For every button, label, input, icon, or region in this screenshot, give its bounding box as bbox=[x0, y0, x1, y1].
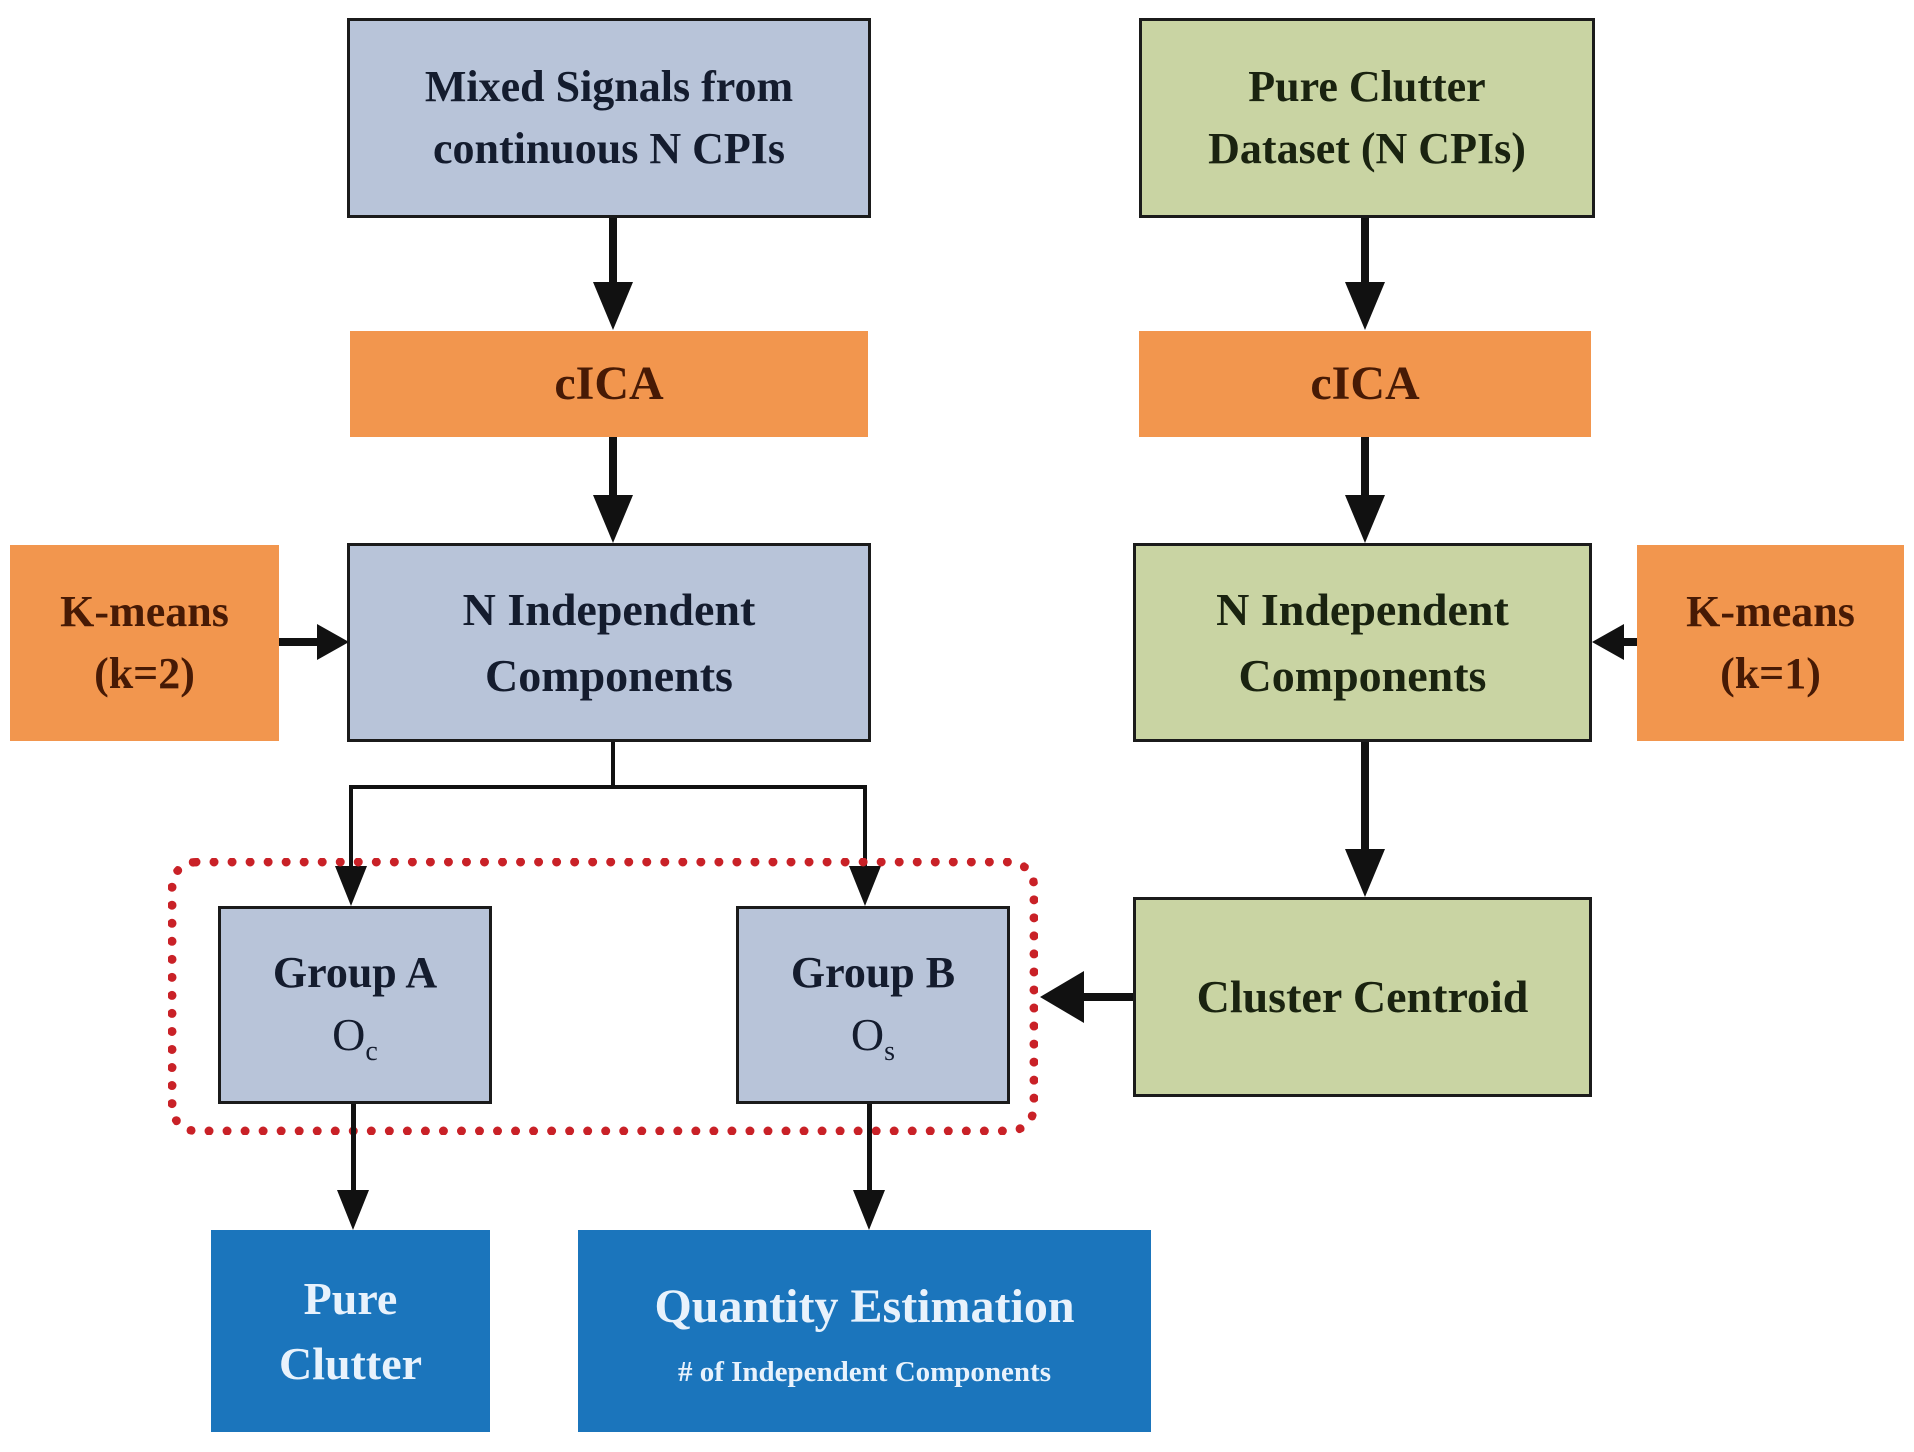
node-kmeans-right: K-means (k=1) bbox=[1637, 545, 1904, 741]
branch-horizontal-line bbox=[349, 785, 867, 789]
node-kmeans-left-line2: (k=2) bbox=[94, 649, 195, 698]
node-mixed-signals: Mixed Signals from continuous N CPIs bbox=[347, 18, 871, 218]
arrow-centroid-to-groupb-stem bbox=[1082, 993, 1133, 1001]
node-pure-clutter-output-line2: Clutter bbox=[278, 1338, 423, 1389]
group-selection-dashed-region bbox=[168, 858, 1038, 1135]
branch-stub-line bbox=[611, 742, 615, 789]
arrow-centroid-to-groupb-head bbox=[1040, 971, 1084, 1023]
arrow-groupb-to-output-stem bbox=[867, 1104, 872, 1192]
arrow-kmeans-left-head bbox=[317, 624, 349, 660]
arrow-cica-to-nic-right-stem bbox=[1361, 437, 1369, 497]
node-n-independent-components-right: N Independent Components bbox=[1133, 543, 1592, 742]
node-cica-left: cICA bbox=[350, 331, 868, 437]
branch-right-arrow-head bbox=[849, 866, 881, 906]
arrow-cica-to-nic-right-head bbox=[1345, 495, 1385, 543]
node-cluster-centroid-label: Cluster Centroid bbox=[1196, 971, 1529, 1023]
node-kmeans-right-line2: (k=1) bbox=[1720, 649, 1821, 698]
node-group-b: Group B Os bbox=[736, 906, 1010, 1104]
arrow-mixed-to-cica-stem bbox=[609, 218, 617, 286]
arrow-dataset-to-cica-stem bbox=[1361, 218, 1369, 286]
branch-right-line bbox=[863, 785, 867, 870]
group-a-symbol-base: O bbox=[332, 1009, 366, 1061]
arrow-nic-to-centroid-head bbox=[1345, 849, 1385, 897]
arrow-kmeans-right-head bbox=[1592, 624, 1624, 660]
arrow-kmeans-right-stem bbox=[1622, 638, 1637, 646]
node-cica-left-label: cICA bbox=[554, 356, 664, 410]
arrow-groupb-to-output-head bbox=[853, 1190, 885, 1230]
branch-left-arrow-head bbox=[335, 866, 367, 906]
arrow-mixed-to-cica-head bbox=[593, 282, 633, 330]
node-mixed-signals-line1: Mixed Signals from bbox=[424, 61, 794, 111]
node-quantity-estimation-subtitle: # of Independent Components bbox=[677, 1356, 1052, 1389]
node-kmeans-right-line1: K-means bbox=[1686, 586, 1855, 636]
node-group-a-title: Group A bbox=[272, 947, 438, 997]
node-pure-clutter-dataset-line2: Dataset (N CPIs) bbox=[1208, 124, 1526, 173]
branch-left-line bbox=[349, 785, 353, 870]
node-kmeans-left-line1: K-means bbox=[60, 586, 229, 636]
node-pure-clutter-output: Pure Clutter bbox=[211, 1230, 490, 1432]
node-kmeans-left: K-means (k=2) bbox=[10, 545, 279, 741]
node-group-b-symbol: Os bbox=[851, 1010, 895, 1068]
node-pure-clutter-output-line1: Pure bbox=[303, 1272, 398, 1324]
group-a-symbol-sub: c bbox=[365, 1036, 378, 1068]
node-nic-left-line1: N Independent bbox=[462, 584, 756, 636]
node-cica-right: cICA bbox=[1139, 331, 1591, 437]
node-nic-right-line2: Components bbox=[1238, 649, 1487, 701]
arrow-dataset-to-cica-head bbox=[1345, 282, 1385, 330]
node-nic-left-line2: Components bbox=[485, 649, 733, 701]
arrow-kmeans-left-stem bbox=[279, 638, 319, 646]
arrow-groupa-to-output-stem bbox=[351, 1104, 356, 1192]
node-quantity-estimation: Quantity Estimation # of Independent Com… bbox=[578, 1230, 1151, 1432]
node-nic-right-line1: N Independent bbox=[1216, 584, 1509, 636]
node-cluster-centroid: Cluster Centroid bbox=[1133, 897, 1592, 1097]
arrow-groupa-to-output-head bbox=[337, 1190, 369, 1230]
arrow-cica-to-nic-left-stem bbox=[609, 437, 617, 497]
arrow-cica-to-nic-left-head bbox=[593, 495, 633, 543]
node-pure-clutter-dataset: Pure Clutter Dataset (N CPIs) bbox=[1139, 18, 1595, 218]
group-b-symbol-sub: s bbox=[884, 1036, 896, 1068]
node-n-independent-components-left: N Independent Components bbox=[347, 543, 871, 742]
node-group-a: Group A Oc bbox=[218, 906, 492, 1104]
node-quantity-estimation-title: Quantity Estimation bbox=[654, 1279, 1075, 1333]
node-group-b-title: Group B bbox=[790, 947, 956, 997]
group-b-symbol-base: O bbox=[850, 1009, 885, 1061]
node-cica-right-label: cICA bbox=[1310, 356, 1420, 410]
node-mixed-signals-line2: continuous N CPIs bbox=[432, 124, 786, 173]
arrow-nic-to-centroid-stem bbox=[1361, 742, 1369, 849]
node-pure-clutter-dataset-line1: Pure Clutter bbox=[1248, 61, 1486, 111]
node-group-a-symbol: Oc bbox=[332, 1010, 378, 1068]
